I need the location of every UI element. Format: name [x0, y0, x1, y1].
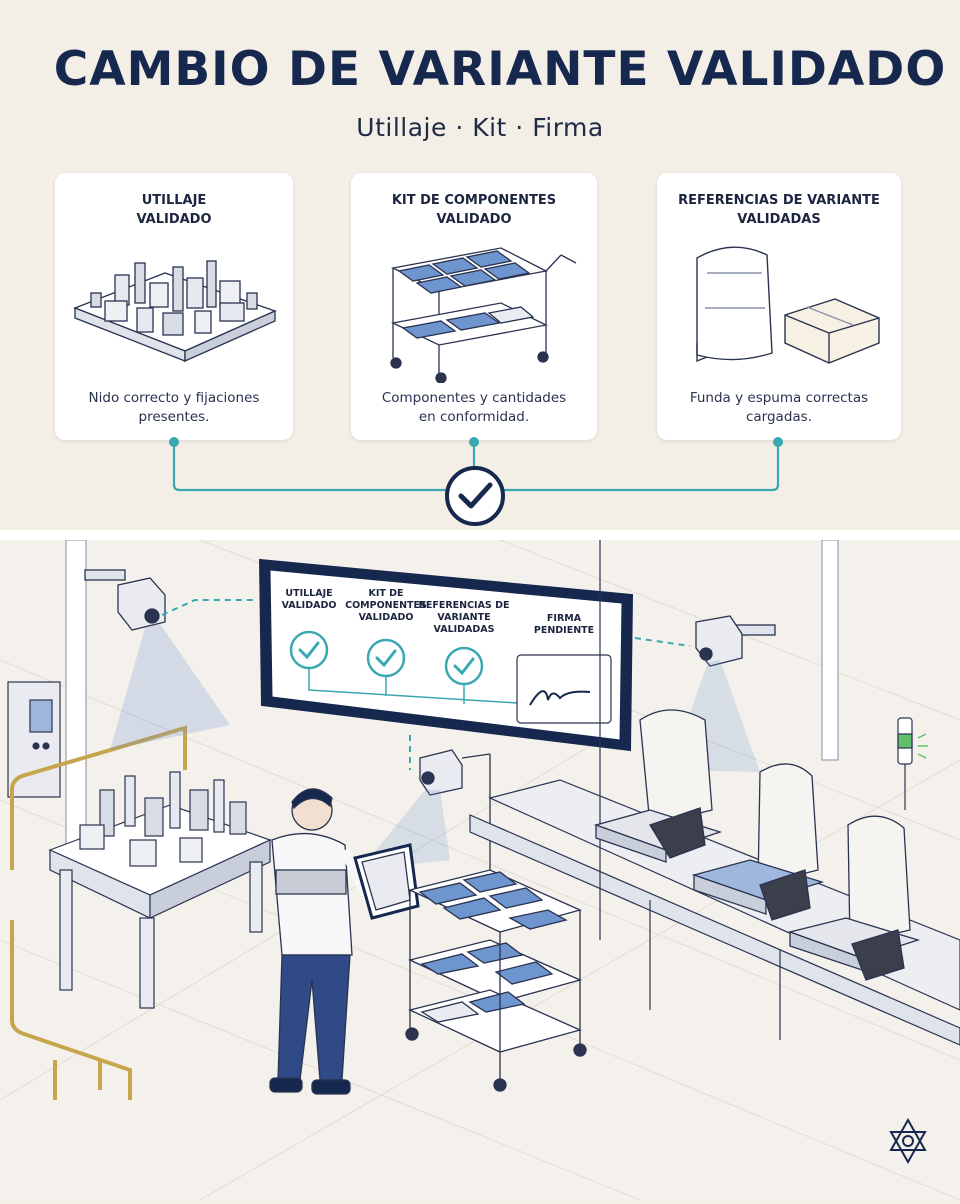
stack-light-icon: [897, 717, 928, 810]
seat-2: [691, 763, 825, 921]
operator-figure: [269, 788, 420, 1095]
summary-section: CAMBIO DE VARIANTE VALIDADO Utillaje · K…: [0, 0, 960, 530]
page-title: CAMBIO DE VARIANTE VALIDADO: [53, 42, 947, 97]
fixture-icon: [73, 260, 277, 363]
seat-1: [593, 709, 723, 863]
camera-right-icon: [695, 615, 776, 667]
kit-cart: [405, 869, 587, 1092]
validation-display: [258, 558, 634, 752]
check-circle-icon: [445, 466, 505, 526]
seat-3: [787, 815, 921, 981]
page-subtitle: Utillaje · Kit · Firma: [356, 113, 604, 142]
brand-logo-icon: [889, 1117, 927, 1165]
seat-cover-foam-icon: [696, 246, 880, 364]
validation-connector: [169, 437, 783, 526]
kit-cart-icon: [390, 247, 577, 383]
factory-illustration: [0, 539, 960, 1201]
camera-left-icon: [84, 569, 166, 631]
camera-center-icon: [419, 749, 491, 870]
section-divider: [0, 530, 960, 540]
